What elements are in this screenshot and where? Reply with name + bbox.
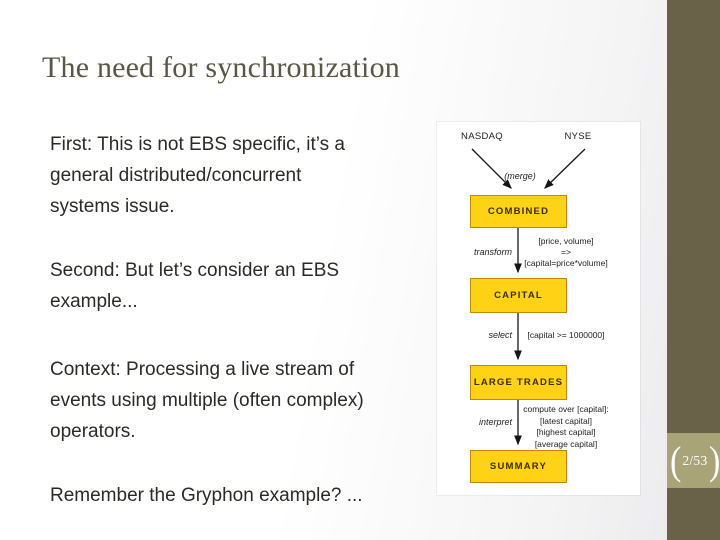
text-line: First: This is not EBS specific, it’s a [50,134,345,155]
bracket-left-icon: ( [669,437,682,483]
annotation-line: [latest capital] [540,415,592,426]
annotation-line: compute over [capital]: [523,404,609,414]
diagram-node-summary: SUMMARY [470,450,567,483]
paragraph-second: Second: But let’s consider an EBS exampl… [50,255,339,317]
edge-op-interpret: interpret [478,417,512,427]
flow-arrows-icon [471,148,586,446]
text-line: operators. [50,421,136,442]
annotation-line: [capital=price*volume] [524,258,608,268]
annotation-line: [highest capital] [536,427,596,437]
annotation-line: [average capital] [534,438,598,449]
edge-annotation-interpret: compute over [capital]: [latest capital]… [521,404,611,450]
text-line: systems issue. [50,196,175,217]
annotation-line: => [561,247,571,257]
flow-diagram: NASDAQ NYSE (merge) COMBINED CAPITAL LAR… [437,122,640,495]
diagram-node-large-trades: LARGE TRADES [470,365,567,400]
edge-annotation-transform: [price, volume] => [capital=price*volume… [521,236,611,269]
edge-op-transform: transform [473,247,512,257]
text-line: Remember the Gryphon example? ... [50,485,363,506]
edge-op-select: select [488,330,512,340]
annotation-line: [price, volume] [538,236,594,246]
page-number: 2/53 [682,452,708,468]
diagram-source-nyse: NYSE [564,131,592,142]
text-line: Context: Processing a live stream of [50,359,355,380]
paragraph-remember: Remember the Gryphon example? ... [50,480,363,511]
text-line: general distributed/concurrent [50,165,302,186]
text-line: Second: But let’s consider an EBS [50,260,340,281]
text-line: example... [50,291,138,312]
paragraph-first: First: This is not EBS specific, it’s a … [50,129,345,222]
merge-operator-label: (merge) [504,171,536,181]
diagram-node-combined: COMBINED [470,195,567,228]
paragraph-context: Context: Processing a live stream of eve… [50,354,364,447]
page-number-badge: ( 2/53 ) [667,433,720,488]
diagram-source-nasdaq: NASDAQ [461,131,503,142]
diagram-node-capital: CAPITAL [470,278,567,313]
edge-annotation-select: [capital >= 1000000] [521,330,611,341]
annotation-line: [capital >= 1000000] [527,330,605,340]
slide-title: The need for synchronization [42,51,400,84]
text-line: events using multiple (often complex) [50,390,364,411]
bracket-right-icon: ) [708,437,720,483]
